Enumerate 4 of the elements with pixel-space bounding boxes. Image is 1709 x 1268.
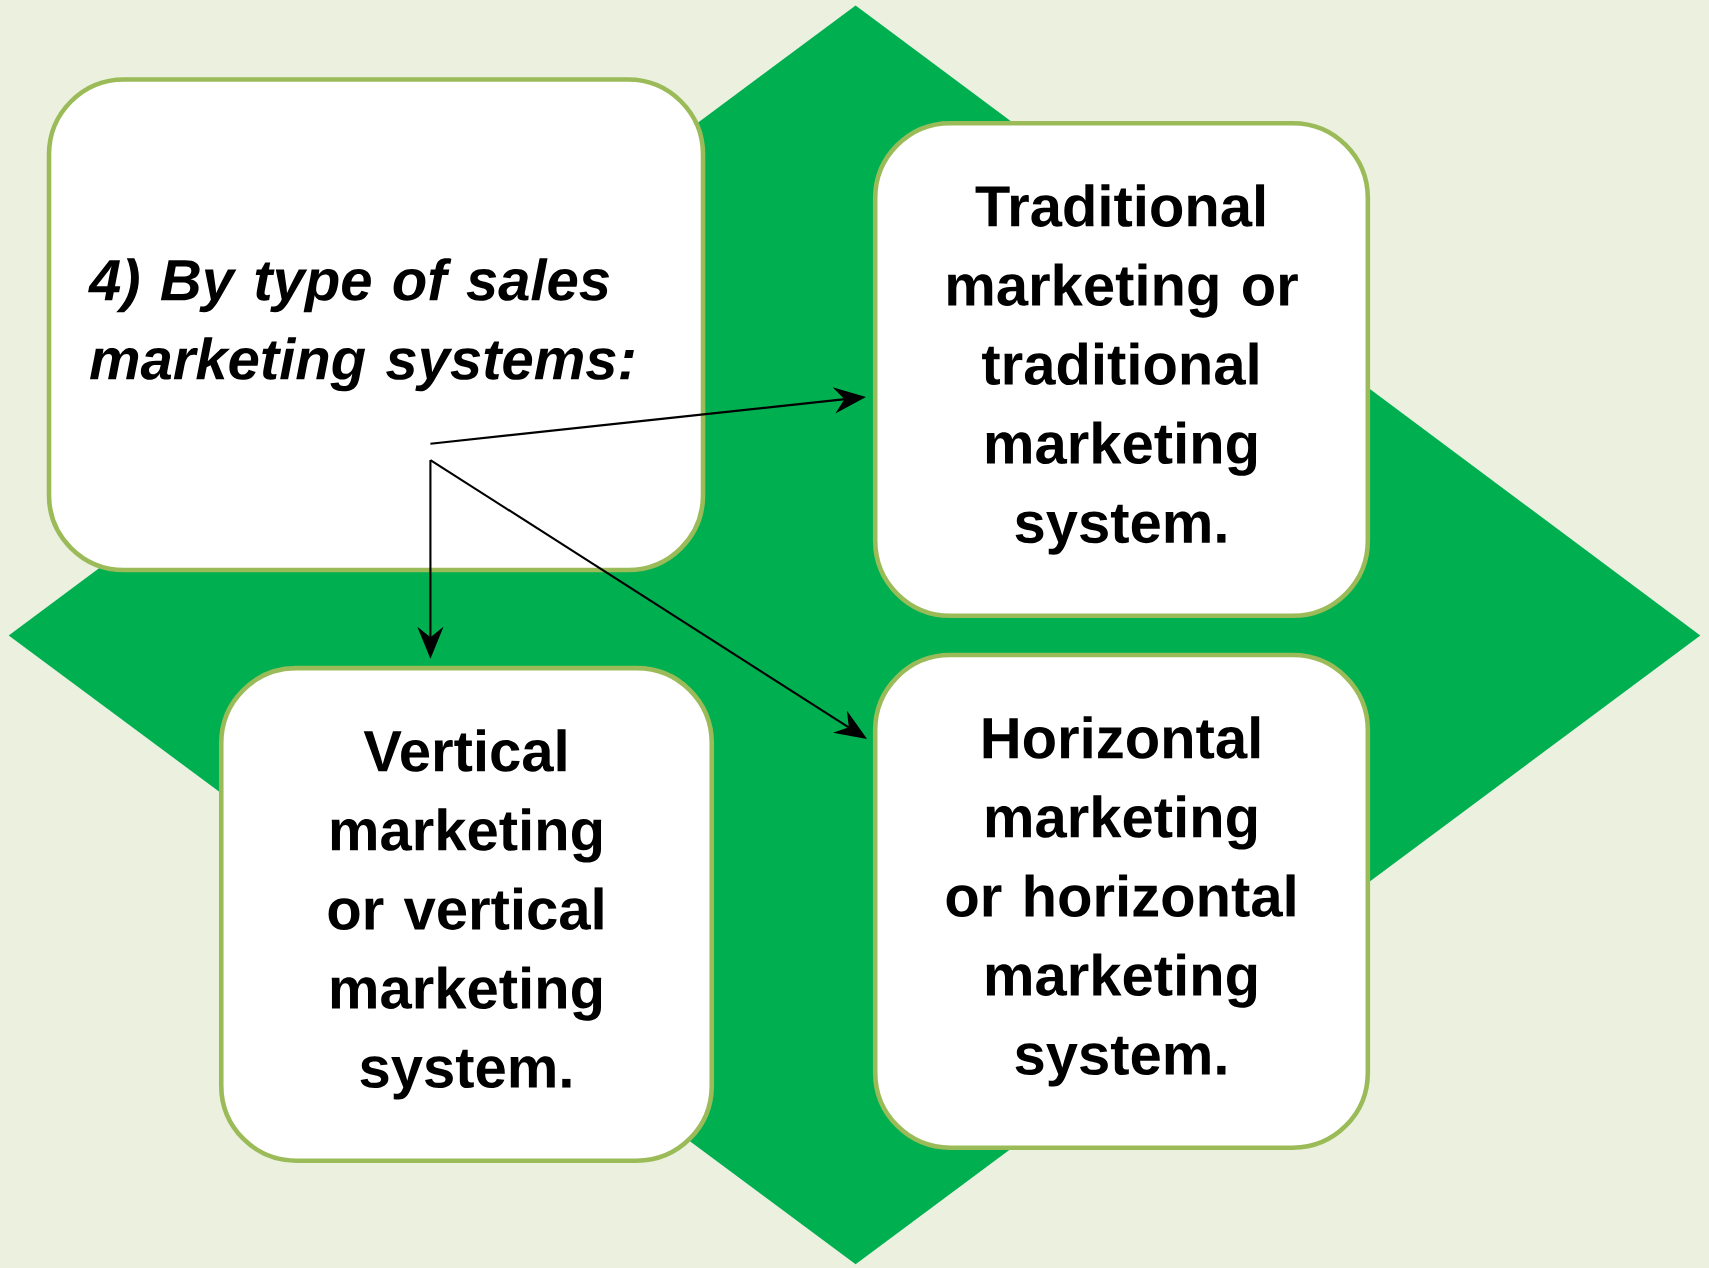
heading-box: 4) By type of sales marketing systems:	[46, 77, 706, 573]
rounded-box: Traditional marketing or traditional marketing system.	[872, 120, 1371, 619]
rounded-box: Vertical marketing or vertical marketing system.	[218, 665, 715, 1163]
rounded-box: Horizontal marketing or horizontal marketing system.	[872, 652, 1371, 1150]
